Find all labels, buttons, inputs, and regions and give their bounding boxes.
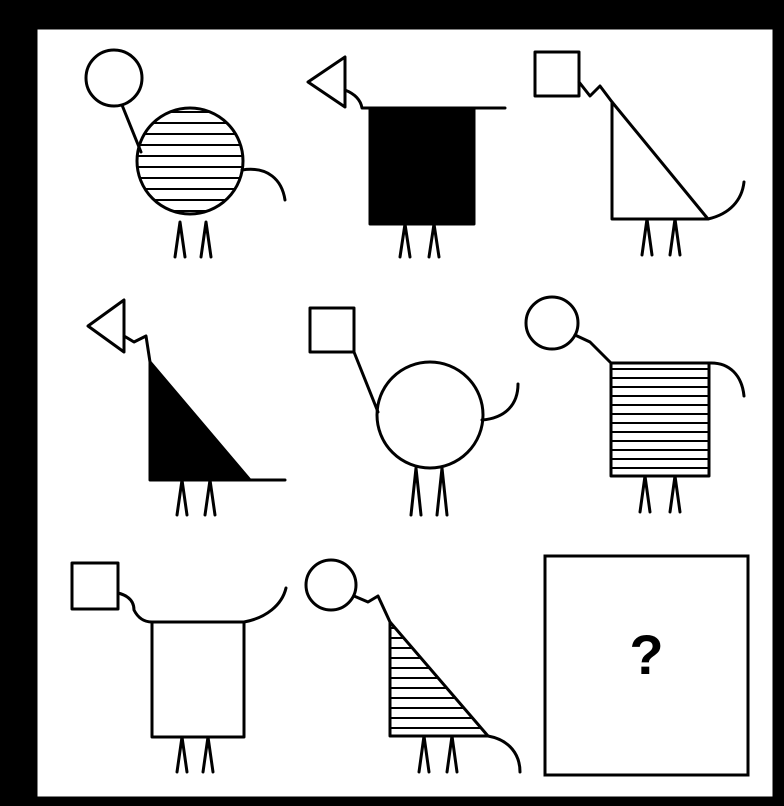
cell-2-square-body <box>370 108 474 224</box>
answer-question-mark: ? <box>545 627 748 683</box>
